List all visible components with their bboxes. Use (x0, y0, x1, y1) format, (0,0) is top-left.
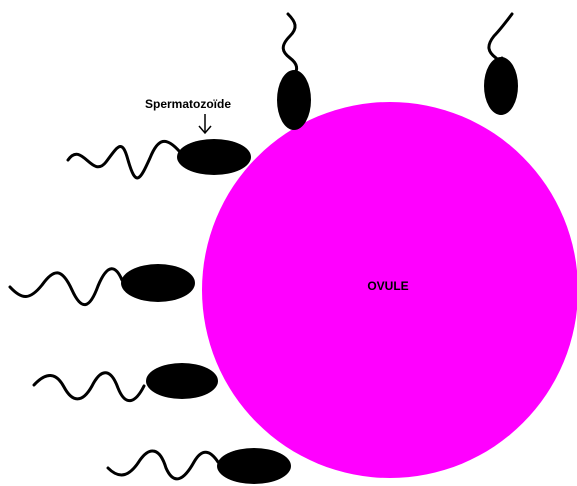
sperm-tail (68, 141, 180, 178)
sperm-cell-2 (10, 264, 195, 305)
sperm-head (177, 139, 251, 175)
sperm-head (146, 363, 218, 399)
sperm-tail (283, 14, 296, 74)
sperm-head (277, 70, 311, 130)
sperm-tail (34, 373, 144, 401)
sperm-cell-6 (484, 14, 518, 115)
sperm-head (217, 448, 291, 484)
ovule-label: OVULE (367, 279, 408, 293)
sperm-cell-5 (277, 14, 311, 130)
sperm-head (484, 57, 518, 115)
sperm-label: Spermatozoïde (145, 97, 231, 111)
sperm-tail (10, 269, 122, 305)
sperm-tail (108, 451, 218, 479)
sperm-head (121, 264, 195, 302)
sperm-cell-1 (68, 139, 251, 178)
sperm-label-arrow (199, 114, 211, 133)
sperm-cell-4 (108, 448, 291, 484)
sperm-cell-3 (34, 363, 218, 401)
